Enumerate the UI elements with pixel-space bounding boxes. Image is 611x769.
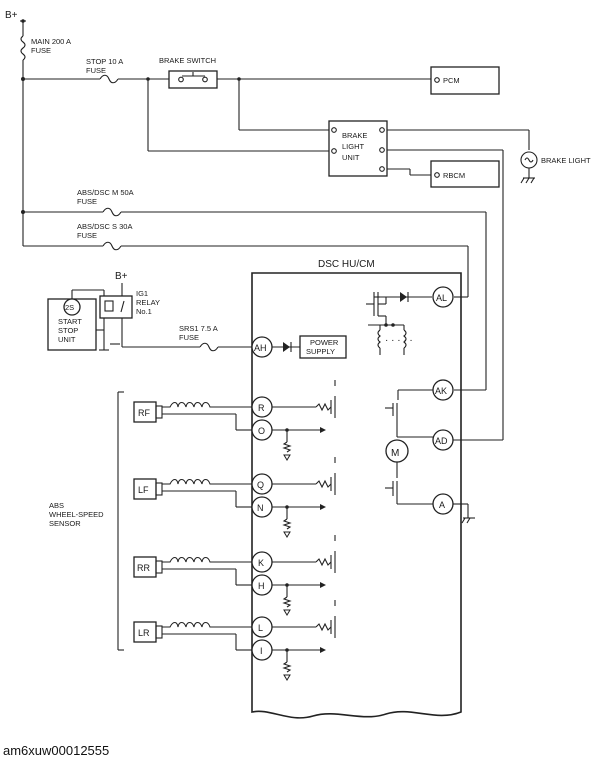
- ig1-relay-label-2: RELAY: [136, 298, 160, 307]
- solenoid-coil-2: [403, 329, 407, 349]
- pin-i-label: I: [260, 646, 263, 656]
- abs-s-fuse-label-1: ABS/DSC S 30A: [77, 222, 132, 231]
- start-stop-badge: 2S: [65, 303, 74, 312]
- start-stop-label-1: START: [58, 317, 82, 326]
- srs1-fuse-label-2: FUSE: [179, 333, 199, 342]
- sensor-rf: RF: [133, 401, 252, 431]
- pcm-box: [430, 66, 500, 95]
- motor-label: M: [391, 448, 399, 459]
- sensor-group-label-3: SENSOR: [49, 519, 81, 528]
- sensor-lr-label: LR: [138, 628, 150, 638]
- blu-label-1: BRAKE: [342, 131, 367, 140]
- dsc-label: DSC HU/CM: [318, 259, 375, 270]
- brake-light-label: BRAKE LIGHT: [541, 156, 591, 165]
- main-fuse-label-1: MAIN 200 A: [31, 37, 71, 46]
- sensor-rf-label: RF: [138, 408, 150, 418]
- pin-q-label: Q: [257, 480, 264, 490]
- ig1-relay-label-3: No.1: [136, 307, 152, 316]
- rbcm-box: [430, 160, 500, 188]
- dsc-module-box: [251, 272, 462, 719]
- solenoid-coil-1: [377, 329, 381, 349]
- abs-m-fuse-symbol: [102, 207, 122, 217]
- rbcm-label: RBCM: [443, 171, 465, 180]
- power-supply-label-1: POWER: [310, 338, 339, 347]
- abs-m-fuse-label-2: FUSE: [77, 197, 97, 206]
- solenoid-ellipsis: · · · · ·: [385, 335, 413, 346]
- pin-o-label: O: [258, 426, 265, 436]
- ig1-relay-label-1: IG1: [136, 289, 148, 298]
- srs1-fuse-symbol: [199, 342, 219, 352]
- brake-light-unit: [328, 120, 388, 177]
- blu-label-2: LIGHT: [342, 142, 365, 151]
- start-stop-label-2: STOP: [58, 326, 78, 335]
- main-fuse-label-2: FUSE: [31, 46, 51, 55]
- sensor-rr: RR: [133, 556, 252, 586]
- b-plus-label: B+: [5, 10, 18, 21]
- relay-b-plus-label: B+: [115, 271, 128, 282]
- abs-s-fuse-symbol: [102, 241, 122, 251]
- sensor-lf: LF: [133, 478, 252, 508]
- pin-a-label: A: [439, 500, 445, 510]
- stop-fuse-label-1: STOP 10 A: [86, 57, 123, 66]
- pin-al-label: AL: [436, 293, 447, 303]
- sensor-lf-label: LF: [138, 485, 149, 495]
- pin-h-label: H: [258, 581, 265, 591]
- srs1-fuse-label-1: SRS1 7.5 A: [179, 324, 218, 333]
- sensor-group-label-1: ABS: [49, 501, 64, 510]
- power-supply-label-2: SUPPLY: [306, 347, 335, 356]
- pin-ak-label: AK: [435, 386, 447, 396]
- pin-r-label: R: [258, 403, 265, 413]
- pin-ah-label: AH: [254, 343, 267, 353]
- power-supply-box: [299, 335, 347, 359]
- pin-l-label: L: [258, 623, 263, 633]
- stop-fuse-label-2: FUSE: [86, 66, 106, 75]
- blu-label-3: UNIT: [342, 153, 360, 162]
- pin-al: [432, 286, 454, 308]
- sensor-lr: LR: [133, 621, 252, 651]
- sensor-rr-label: RR: [137, 563, 150, 573]
- pin-n-label: N: [257, 503, 264, 513]
- abs-s-fuse-label-2: FUSE: [77, 231, 97, 240]
- pcm-label: PCM: [443, 76, 460, 85]
- pin-k-label: K: [258, 558, 264, 568]
- sensor-group-label-2: WHEEL-SPEED: [49, 510, 104, 519]
- figure-id-caption: am6xuw00012555: [3, 743, 110, 758]
- start-stop-label-3: UNIT: [58, 335, 76, 344]
- main-fuse-symbol: [20, 35, 26, 61]
- brake-switch-label: BRAKE SWITCH: [159, 56, 216, 65]
- stop-fuse-symbol: [99, 74, 119, 84]
- pin-ad-label: AD: [435, 436, 448, 446]
- abs-m-fuse-label-1: ABS/DSC M 50A: [77, 188, 134, 197]
